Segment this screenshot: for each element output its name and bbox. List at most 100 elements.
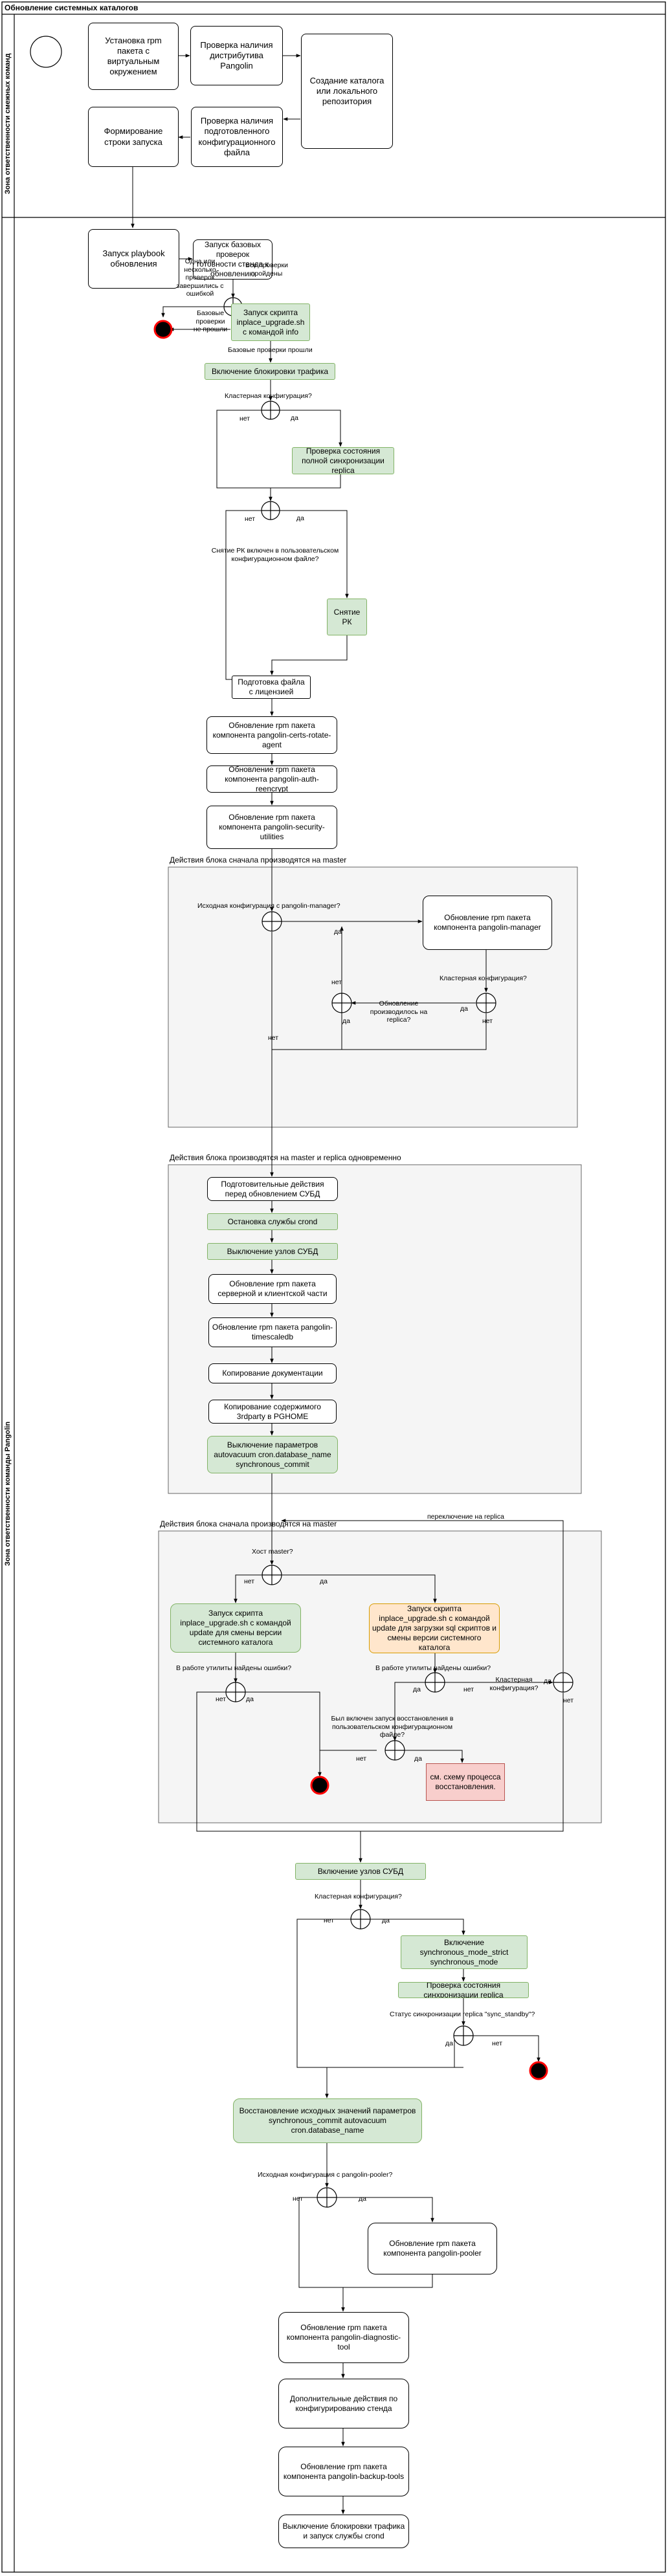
task-check-distro: Проверка наличия дистрибутива Pangolin — [190, 26, 283, 85]
label-no-10: нет — [356, 1755, 367, 1763]
label-yes-7: да — [246, 1695, 254, 1703]
task-unblock: Выключение блокировки трафика и запуск с… — [278, 2515, 409, 2548]
task-run-playbook: Запуск playbook обновления — [88, 229, 179, 289]
gateway-host-master — [262, 1565, 282, 1585]
label-host-master-q: Хост master? — [252, 1548, 293, 1556]
task-upd-diag: Обновление rpm пакета компонента pangoli… — [278, 2312, 409, 2363]
label-restore-q: Был включен запуск восстановления в поль… — [331, 1715, 454, 1739]
task-copy-docs: Копирование документации — [208, 1363, 337, 1383]
task-upd-manager: Обновление rpm пакета компонента pangoli… — [423, 896, 552, 950]
group-box-3 — [158, 1530, 602, 1823]
label-no-8: нет — [463, 1686, 474, 1693]
task-upd-pooler: Обновление rpm пакета компонента pangoli… — [368, 2223, 497, 2274]
gateway-sync-status — [453, 2025, 474, 2046]
gateway-util-err-replica — [425, 1672, 445, 1693]
task-upd-secutil: Обновление rpm пакета компонента pangoli… — [206, 806, 337, 849]
task-node-on: Включение узлов СУБД — [295, 1863, 426, 1880]
task-restore-params: Восстановление исходных значений парамет… — [233, 2098, 422, 2143]
task-create-repo: Создание каталога или локального репозит… — [301, 34, 393, 149]
label-yes-4: да — [460, 1005, 468, 1013]
pool-title: Обновление системных каталогов — [5, 3, 139, 12]
task-check-sync: Проверка состояния полной синхронизации … — [292, 447, 394, 474]
task-stop-crond: Остановка службы crond — [207, 1213, 338, 1230]
task-extra-config: Дополнительные действия по конфигурирова… — [278, 2379, 409, 2428]
label-util-err-q-replica: В работе утилиты найдены ошибки? — [375, 1664, 491, 1672]
task-check-replica-sync: Проверка состояния синхронизации replica — [398, 1982, 529, 1998]
gateway-cluster-4 — [350, 1909, 371, 1930]
gateway-init-manager — [262, 911, 282, 932]
task-disable-params: Выключение параметров autovacuum cron.da… — [207, 1436, 338, 1473]
gateway-cluster-1 — [261, 401, 280, 420]
label-cluster-q-3: Кластерная конфигурация? — [489, 1676, 539, 1692]
label-one-or-more: Одна или несколько проверок завершились … — [176, 258, 224, 298]
lane-label-pangolin: Зона ответственности команды Pangolin — [4, 1421, 12, 1566]
task-enable-sync: Включение synchronous_mode_strict synchr… — [401, 1935, 528, 1969]
task-upd-auth: Обновление rpm пакета компонента pangoli… — [206, 765, 337, 793]
task-upd-timescale: Обновление rpm пакета pangolin-timescale… — [208, 1317, 337, 1347]
label-cluster-q-4: Кластерная конфигурация? — [315, 1893, 402, 1900]
gateway-rk — [261, 501, 280, 520]
label-yes-1: да — [291, 414, 298, 422]
group-title-2: Действия блока производятся на master и … — [170, 1153, 401, 1162]
label-yes-3: да — [334, 928, 342, 936]
start-event — [30, 36, 62, 68]
task-upd-certs: Обновление rpm пакета компонента pangoli… — [206, 716, 337, 754]
end-event-util-errors — [310, 1776, 329, 1795]
label-rk-q: Снятие РК включен в пользовательском кон… — [211, 547, 339, 563]
label-yes-2: да — [296, 514, 304, 522]
end-event-base-checks — [153, 320, 173, 339]
label-no-2: нет — [245, 515, 256, 523]
label-sync-status-q: Статус синхронизации replica "sync_stand… — [390, 2010, 535, 2018]
task-block-traffic: Включение блокировки трафика — [205, 363, 335, 380]
gateway-cluster-2 — [476, 993, 496, 1013]
lane-label-adjacent: Зона ответственности смежных команд — [4, 53, 12, 194]
label-cluster-q-1: Кластерная конфигурация? — [225, 392, 312, 400]
group-title-1: Действия блока сначала производятся на m… — [170, 855, 347, 864]
task-install-rpm: Установка rpm пакета с виртуальным окруж… — [88, 23, 179, 90]
label-no-5: нет — [268, 1034, 279, 1042]
task-run-update-replica: Запуск скрипта inplace_upgrade.sh с кома… — [369, 1603, 500, 1653]
label-no-7: нет — [216, 1695, 227, 1703]
label-base-passed: Базовые проверки прошли — [228, 346, 313, 354]
label-util-err-q-master: В работе утилиты найдены ошибки? — [176, 1664, 292, 1672]
task-prep-dbms: Подготовительные действия перед обновлен… — [207, 1177, 338, 1201]
label-switch-replica: переключение на replica — [427, 1513, 504, 1521]
label-base-not-passed: Базовые проверки не прошли — [193, 309, 228, 334]
task-upd-server: Обновление rpm пакета серверной и клиент… — [208, 1274, 337, 1304]
label-no-11: нет — [324, 1917, 335, 1924]
label-all-passed: Все проверки пройдены — [245, 261, 288, 278]
label-no-9: нет — [563, 1697, 574, 1704]
label-yes-8: да — [413, 1686, 421, 1693]
gateway-restore — [384, 1740, 405, 1761]
label-init-manager-q: Исходная конфигурация с pangolin-manager… — [197, 902, 340, 910]
label-no-13: нет — [293, 2195, 304, 2203]
label-yes-6: да — [320, 1578, 328, 1585]
gateway-util-err-master — [225, 1682, 246, 1702]
label-init-pooler-q: Исходная конфигурация с pangolin-pooler? — [258, 2171, 393, 2179]
label-done-replica-q: Обновление производилось на replica? — [370, 1000, 428, 1024]
label-no-4: нет — [482, 1017, 493, 1025]
task-see-recovery: см. схему процесса восстановления. — [426, 1763, 505, 1801]
task-prep-license: Подготовка файла с лицензией — [232, 676, 311, 699]
task-form-cmd: Формирование строки запуска — [88, 107, 179, 167]
gateway-cluster-3 — [553, 1672, 573, 1693]
task-run-update-master: Запуск скрипта inplace_upgrade.sh с кома… — [170, 1603, 301, 1653]
label-no-3: нет — [331, 978, 342, 986]
label-yes-11: да — [382, 1917, 390, 1924]
task-check-config: Проверка наличия подготовленного конфигу… — [191, 107, 283, 167]
label-cluster-q-2: Кластерная конфигурация? — [440, 974, 527, 982]
end-event-sync — [529, 2061, 548, 2080]
task-run-info: Запуск скрипта inplace_upgrade.sh с кома… — [231, 303, 310, 341]
label-yes-12: да — [445, 2040, 453, 2047]
gateway-init-pooler — [317, 2187, 337, 2208]
label-no-6: нет — [244, 1578, 255, 1585]
task-copy-3rd: Копирование содержимого 3rdparty в PGHOM… — [208, 1400, 337, 1424]
group-title-3: Действия блока сначала производятся на m… — [160, 1519, 337, 1528]
label-yes-9: да — [544, 1677, 551, 1685]
label-no-1: нет — [239, 415, 251, 423]
label-yes-10: да — [414, 1755, 422, 1763]
gateway-done-replica — [331, 993, 352, 1013]
task-node-off: Выключение узлов СУБД — [207, 1243, 338, 1260]
task-upd-backup: Обновление rpm пакета компонента pangoli… — [278, 2447, 409, 2496]
